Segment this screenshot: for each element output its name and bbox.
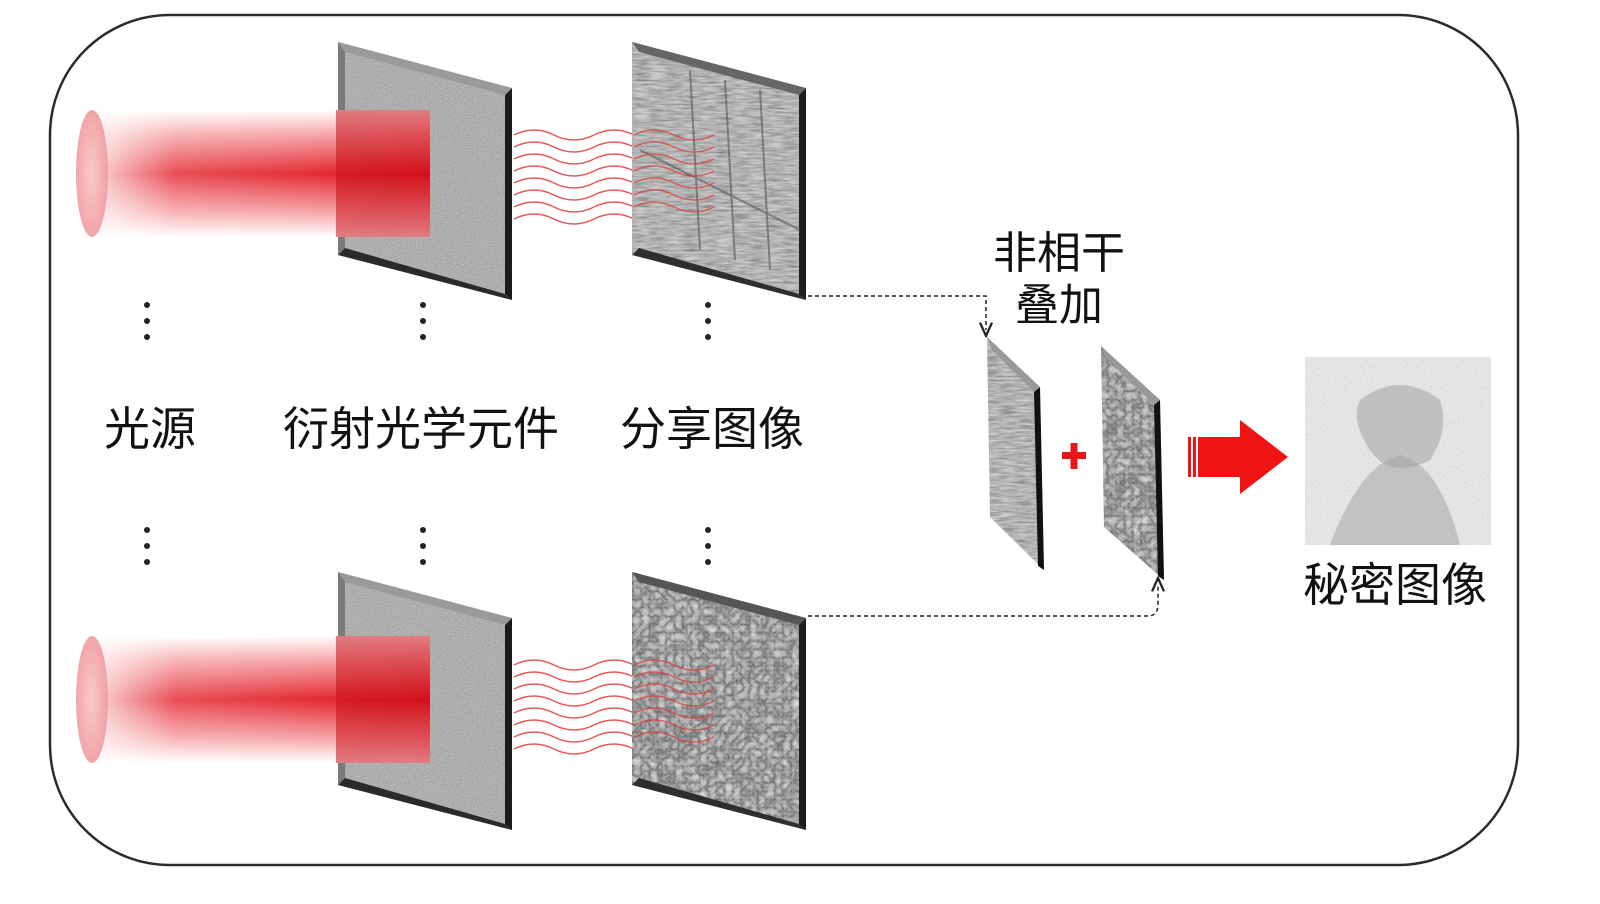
right-arrow-icon (1188, 420, 1288, 494)
label-incoherent-line1: 非相干 (993, 228, 1125, 279)
superposition-panel-1 (987, 337, 1044, 570)
secret-image (1305, 357, 1491, 545)
plus-sign-icon (1062, 443, 1086, 469)
ellipsis-dots (144, 302, 711, 565)
label-secret-image: 秘密图像 (1303, 558, 1487, 612)
connector-top (808, 295, 986, 330)
shared-image-top (632, 42, 806, 300)
label-incoherent-line2: 叠加 (1015, 280, 1103, 331)
shared-image-bottom (632, 572, 806, 830)
outer-frame (48, 13, 1520, 867)
superposition-panel-2 (1101, 346, 1164, 580)
light-beam-top (76, 110, 430, 237)
label-light-source: 光源 (104, 402, 196, 456)
wave-overlay-top (633, 129, 715, 213)
wave-overlay-bottom (633, 659, 715, 743)
light-beam-bottom (76, 636, 430, 763)
label-shared-image: 分享图像 (620, 402, 804, 456)
connector-bottom (808, 584, 1158, 617)
label-doe: 衍射光学元件 (283, 402, 559, 456)
